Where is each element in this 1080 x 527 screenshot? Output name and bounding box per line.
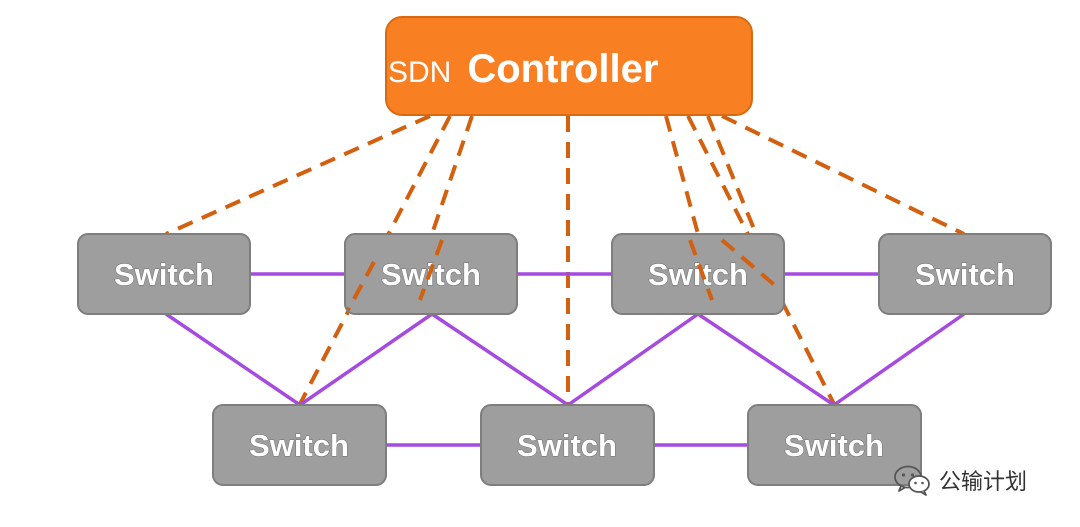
control-links [165,114,965,405]
data-link [697,312,835,407]
control-link [418,239,444,301]
data-link [299,312,433,407]
control-link [688,239,714,301]
switch-label: Switch [784,428,884,463]
control-link [721,114,965,236]
control-link [706,115,780,289]
switch-label: Switch [517,428,617,463]
data-links [165,272,966,447]
switch-box [747,404,922,486]
switch-label: Switch [114,257,214,292]
data-link [431,312,569,407]
switch-box [878,233,1052,315]
controller-prefix: SDN [388,56,451,89]
control-link [720,238,780,290]
sdn-controller[interactable]: SDN Controller [385,16,753,116]
switch-bottom-2[interactable]: Switch [480,404,655,486]
watermark: 公输计划 [893,462,1027,498]
switch-box [611,233,785,315]
control-links-overlay [346,238,780,311]
data-link [832,312,966,407]
switch-box [77,233,251,315]
switch-bottom-1[interactable]: Switch [212,404,387,486]
data-link [566,312,700,407]
controller-label: Controller [467,47,658,91]
wechat-icon [894,465,930,496]
control-link [430,115,474,235]
data-link [165,312,301,407]
switch-top-1[interactable]: Switch [77,233,251,315]
control-link [165,114,431,236]
switch-label: Switch [381,257,481,292]
controller-box [385,16,753,116]
svg-text:SDN Controller: SDN Controller [388,47,658,91]
switch-label: Switch [915,257,1015,292]
control-link [664,115,700,235]
switch-box [212,404,387,486]
switch-top-4[interactable]: Switch [878,233,1052,315]
watermark-text: 公输计划 [939,470,1028,495]
switch-bottom-3[interactable]: Switch [747,404,922,486]
switch-label: Switch [648,257,748,292]
switch-top-3[interactable]: Switch [611,233,785,315]
control-link [346,261,376,311]
switch-box [480,404,655,486]
switch-label: Switch [249,428,349,463]
